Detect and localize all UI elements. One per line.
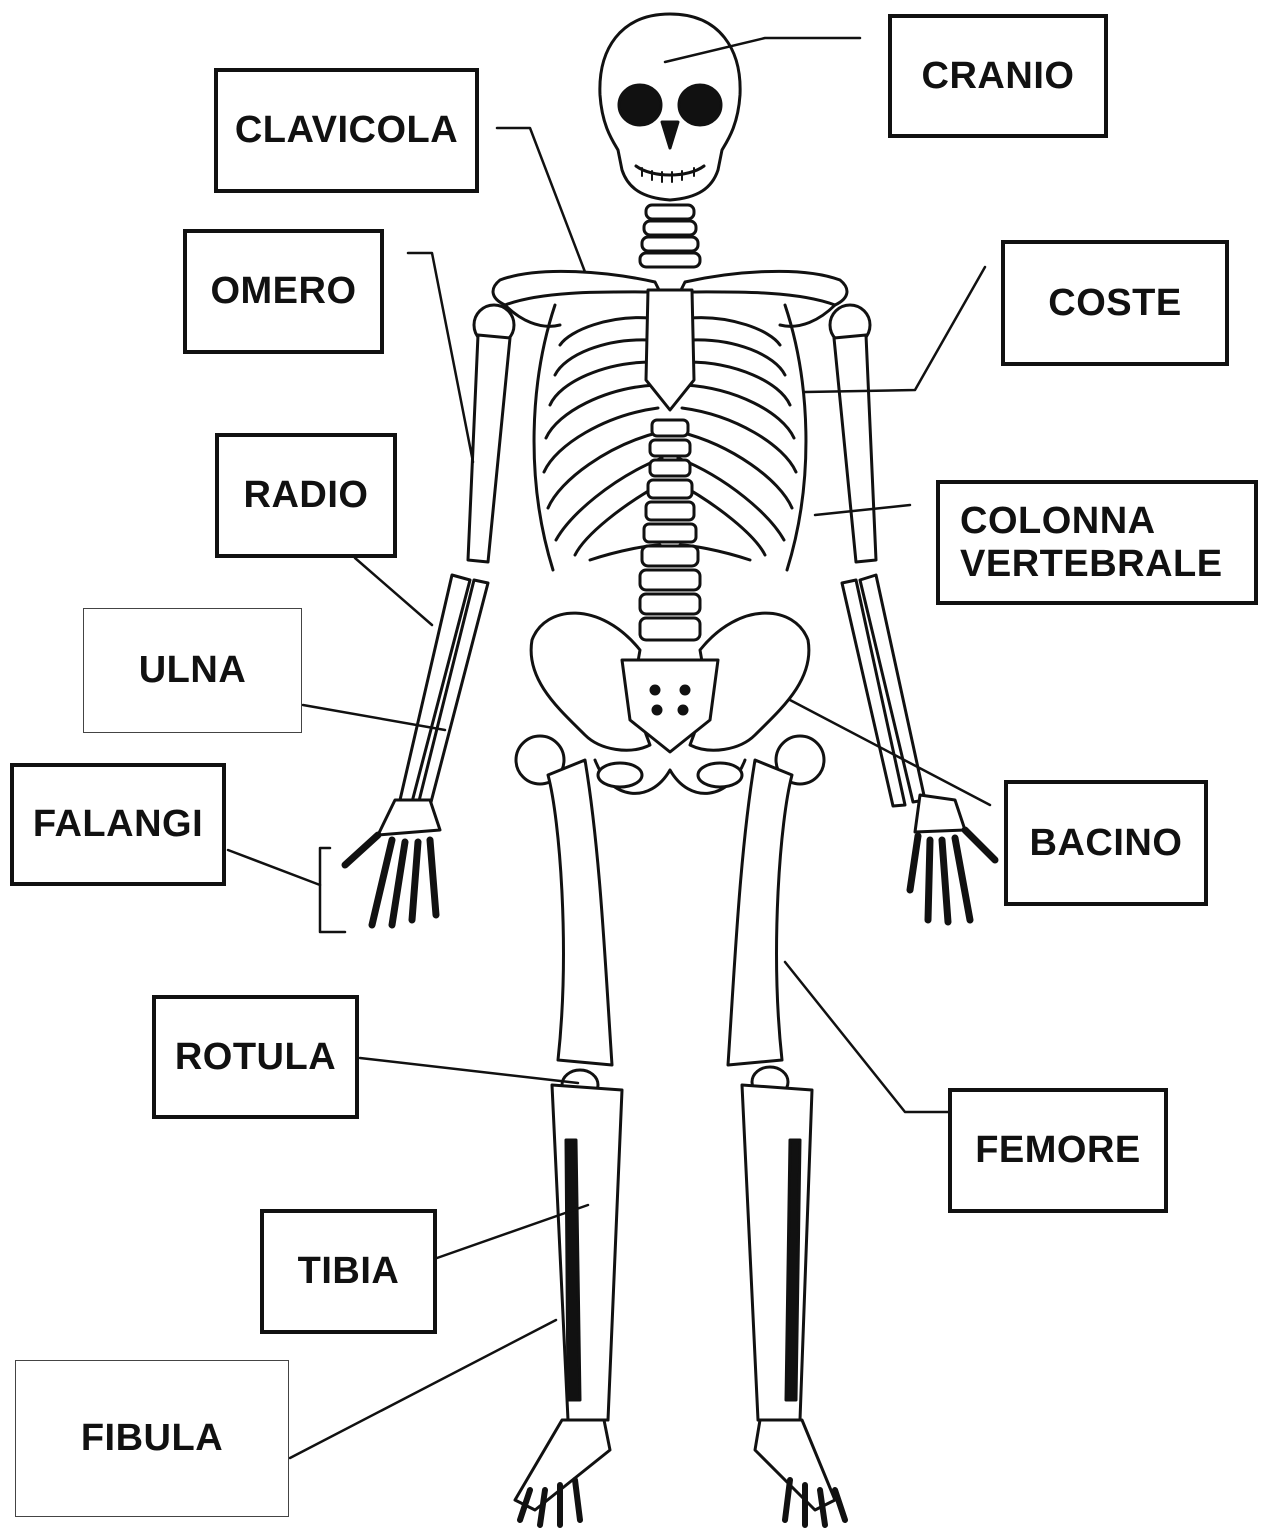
label-rotula: ROTULA <box>152 995 359 1119</box>
label-cranio: CRANIO <box>888 14 1108 138</box>
label-coste-text: COSTE <box>1048 282 1181 325</box>
leader-radio <box>355 558 432 625</box>
spine <box>640 420 700 640</box>
leg-left <box>515 736 622 1525</box>
label-radio-text: RADIO <box>244 474 369 517</box>
label-clavicola-text: CLAVICOLA <box>235 109 458 152</box>
label-cranio-text: CRANIO <box>922 55 1075 98</box>
sternum <box>646 290 694 410</box>
label-bacino-text: BACINO <box>1030 822 1183 865</box>
label-omero: OMERO <box>183 229 384 354</box>
leader-omero <box>408 253 473 462</box>
label-colonna-line1: COLONNA <box>960 500 1223 543</box>
skull <box>600 14 740 200</box>
label-ulna-text: ULNA <box>139 649 247 692</box>
arm-right <box>830 305 995 922</box>
cervical-spine <box>640 205 700 267</box>
label-tibia: TIBIA <box>260 1209 437 1334</box>
leader-fibula <box>290 1320 556 1458</box>
label-falangi: FALANGI <box>10 763 226 886</box>
label-omero-text: OMERO <box>210 270 356 313</box>
label-falangi-text: FALANGI <box>33 803 203 846</box>
label-femore: FEMORE <box>948 1088 1168 1213</box>
label-fibula-text: FIBULA <box>81 1417 223 1460</box>
label-tibia-text: TIBIA <box>298 1250 400 1293</box>
bracket-falangi <box>320 848 345 932</box>
label-clavicola: CLAVICOLA <box>214 68 479 193</box>
label-rotula-text: ROTULA <box>175 1036 336 1079</box>
label-bacino: BACINO <box>1004 780 1208 906</box>
leader-falangi <box>228 850 320 885</box>
label-colonna-line2: VERTEBRALE <box>960 543 1223 586</box>
leader-clavicola <box>497 128 585 272</box>
label-femore-text: FEMORE <box>975 1129 1141 1172</box>
label-fibula: FIBULA <box>15 1360 289 1517</box>
label-ulna: ULNA <box>83 608 302 733</box>
leader-rotula <box>360 1058 578 1083</box>
label-radio: RADIO <box>215 433 397 558</box>
label-coste: COSTE <box>1001 240 1229 366</box>
arm-left <box>345 305 514 925</box>
leg-right <box>728 736 845 1525</box>
